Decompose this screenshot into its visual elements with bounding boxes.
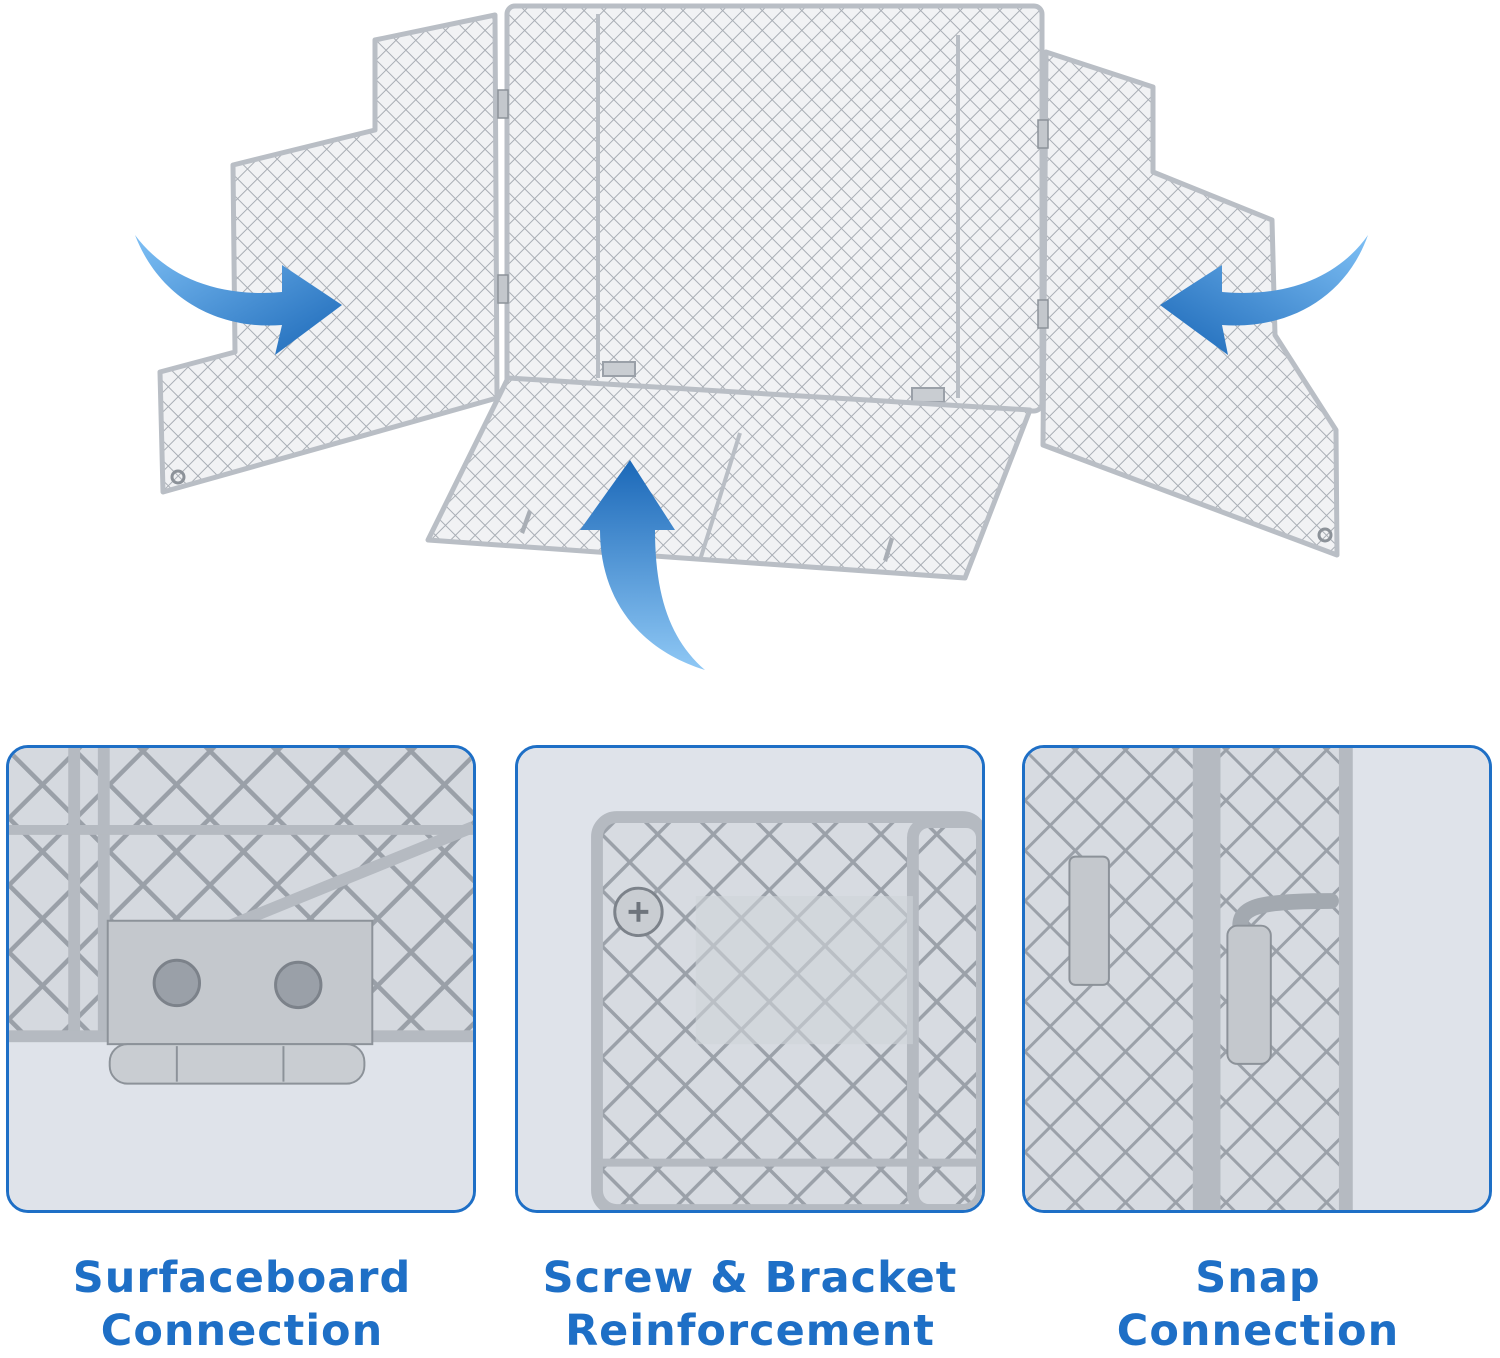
- product-illustration: [135, 3, 1368, 670]
- caption-line: Snap: [1195, 1253, 1321, 1303]
- hinge-icon: [497, 89, 1049, 329]
- arrow-up-icon: [580, 460, 705, 670]
- hinge-plate: [106, 919, 374, 1046]
- arrow-right-icon: [135, 235, 342, 355]
- caption-snap-connection: Snap Connection: [1008, 1252, 1500, 1358]
- detail-panel-surfaceboard: [6, 745, 476, 1213]
- caption-line: Connection: [100, 1306, 384, 1356]
- left-side-panel: [157, 12, 500, 495]
- caption-line: Connection: [1116, 1306, 1400, 1356]
- screw-hole: [1317, 527, 1333, 543]
- screw-hole: [152, 958, 202, 1008]
- screw-icon: [613, 886, 664, 938]
- bottom-panel: [425, 375, 1033, 581]
- caption-screw-bracket-reinforcement: Screw & Bracket Reinforcement: [500, 1252, 1000, 1358]
- caption-line: Reinforcement: [565, 1306, 935, 1356]
- back-panel: [504, 3, 1045, 414]
- detail-panel-snap: [1022, 745, 1492, 1213]
- detail-panel-screw-bracket: [515, 745, 985, 1213]
- caption-line: Screw & Bracket: [542, 1253, 958, 1303]
- caption-surfaceboard-connection: Surfaceboard Connection: [0, 1252, 492, 1358]
- caption-line: Surfaceboard: [72, 1253, 412, 1303]
- screw-hole: [170, 469, 186, 485]
- screw-hole: [274, 960, 323, 1010]
- hinge-icon: [108, 1043, 366, 1085]
- arrow-left-icon: [1160, 235, 1368, 355]
- snap-hook-icon: [1226, 893, 1339, 1065]
